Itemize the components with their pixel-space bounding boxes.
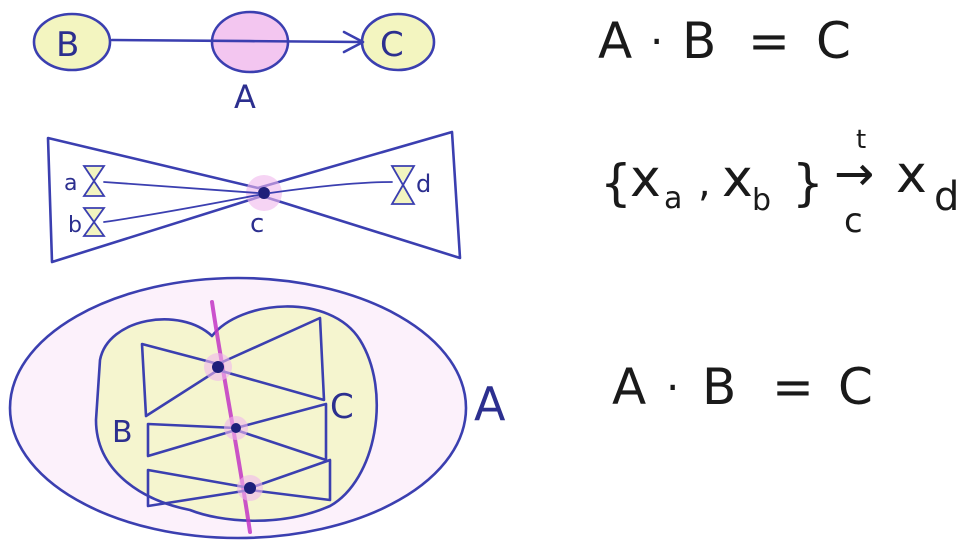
eq1-lhs1: A — [598, 12, 632, 70]
formula-arrow: → — [834, 146, 874, 202]
node-c-label: C — [380, 25, 404, 65]
central-axis — [210, 300, 252, 534]
formula-over: t — [856, 125, 866, 155]
eq1-eq: = — [748, 12, 790, 70]
equation-3: A · B = C — [612, 358, 873, 416]
label-d: d — [416, 170, 431, 198]
bowtie-row-3 — [146, 458, 332, 508]
formula-x1: x — [630, 149, 661, 209]
label-a3: A — [474, 377, 506, 431]
arrowhead-c — [342, 30, 365, 54]
formula-x3: x — [896, 145, 927, 205]
link-a-c — [103, 181, 259, 194]
eq3-rhs: C — [838, 358, 873, 416]
formula-x2: x — [722, 149, 753, 209]
panel-1: B A C A · B = C — [32, 10, 851, 116]
label-c: c — [250, 209, 264, 239]
formula-under: c — [844, 201, 863, 241]
bowtie-row-2 — [146, 402, 328, 462]
eq3-op: · — [666, 363, 679, 412]
link-b-c — [103, 194, 259, 223]
label-b: b — [68, 213, 82, 238]
outer-ellipse-a — [8, 276, 468, 540]
eq3-lhs2: B — [702, 358, 736, 416]
inner-region-outline — [94, 305, 378, 523]
label-a: a — [64, 171, 77, 196]
eq1-lhs2: B — [682, 12, 716, 70]
node-a-label: A — [234, 78, 256, 116]
hourglass-b — [82, 207, 106, 237]
link-c-d — [269, 181, 393, 194]
eq3-eq: = — [772, 358, 814, 416]
panel-2: a b c d { x a , x b } t → c x d — [46, 125, 959, 264]
eq1-op: · — [650, 17, 663, 66]
bowtie-row-1 — [140, 316, 326, 418]
panel-3: B C A A · B = C — [8, 276, 873, 540]
label-b3: B — [112, 415, 133, 450]
label-c3: C — [330, 387, 354, 427]
formula-sub3: d — [934, 174, 959, 220]
eq1-rhs: C — [816, 12, 851, 70]
arrow-b-to-c — [110, 38, 364, 44]
node-b-label: B — [56, 25, 79, 65]
equation-1: A · B = C — [598, 12, 851, 70]
junction-c — [258, 187, 270, 199]
formula-close: } — [792, 154, 824, 212]
formula-sub2: b — [752, 183, 771, 218]
formula-open: { — [600, 154, 632, 212]
node-c: C — [360, 12, 436, 72]
formula-comma: , — [698, 160, 711, 206]
hourglass-d — [390, 165, 416, 205]
node-a: A — [210, 10, 290, 116]
hourglass-a — [82, 165, 106, 197]
formula: { x a , x b } t → c x d — [600, 125, 959, 241]
node-b: B — [32, 12, 112, 72]
formula-sub1: a — [664, 181, 682, 216]
eq3-lhs1: A — [612, 358, 646, 416]
